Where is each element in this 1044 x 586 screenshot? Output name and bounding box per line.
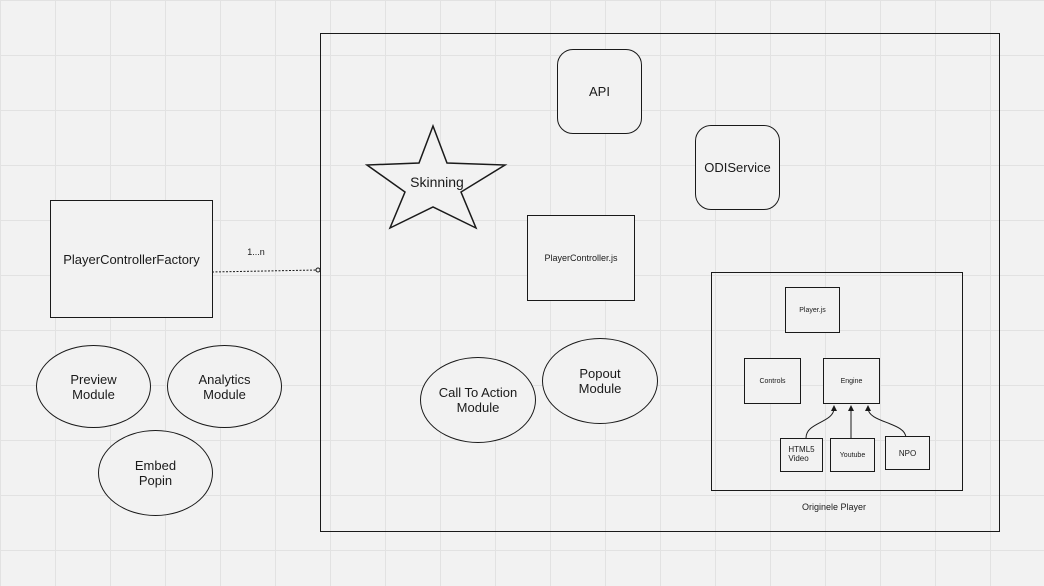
npo-label: NPO [898,448,917,458]
engine-node[interactable]: Engine [823,358,880,404]
analytics-module-label: Analytics Module [198,371,251,402]
api-node[interactable]: API [557,49,642,134]
player-controller-js-node[interactable]: PlayerController.js [527,215,635,301]
call-to-action-module-label: Call To Action Module [438,385,518,415]
youtube-arrowhead [848,405,854,411]
controls-node[interactable]: Controls [744,358,801,404]
odi-service-label: ODIService [704,160,771,175]
skinning-star-shape[interactable] [364,123,508,230]
player-js-node[interactable]: Player.js [785,287,840,333]
connector-multiplicity-label: 1...n [247,247,265,257]
player-controller-js-label: PlayerController.js [544,253,618,263]
embed-popin-label: Embed Popin [134,458,177,488]
preview-module-label: Preview Module [70,371,117,402]
popout-module-label: Popout Module [578,366,622,396]
skinning-label: Skinning [410,174,464,190]
html5-video-label: HTML5 Video [788,445,815,463]
youtube-label: Youtube [839,451,866,459]
analytics-module-node[interactable]: Analytics Module [167,345,282,428]
call-to-action-module-node[interactable]: Call To Action Module [420,357,536,443]
api-label: API [589,84,610,99]
odi-service-node[interactable]: ODIService [695,125,780,210]
player-js-label: Player.js [799,306,826,314]
npo-to-engine-arrow[interactable] [867,407,907,439]
embed-popin-node[interactable]: Embed Popin [98,430,213,516]
originele-player-frame[interactable] [711,272,963,491]
youtube-node[interactable]: Youtube [830,438,875,472]
originele-player-label: Originele Player [801,502,867,512]
html5-to-engine-arrow[interactable] [805,407,835,439]
preview-module-node[interactable]: Preview Module [36,345,151,428]
main-container-frame[interactable] [320,33,1000,532]
npo-node[interactable]: NPO [885,436,930,470]
npo-arrowhead [865,405,871,411]
popout-module-node[interactable]: Popout Module [542,338,658,424]
factory-to-container-connector[interactable] [211,269,319,273]
engine-label: Engine [840,377,863,385]
player-controller-factory-node[interactable]: PlayerControllerFactory [50,200,213,318]
controls-label: Controls [759,377,786,385]
player-controller-factory-label: PlayerControllerFactory [63,251,200,267]
html5-video-node[interactable]: HTML5 Video [780,438,823,472]
html5-arrowhead [831,405,837,411]
